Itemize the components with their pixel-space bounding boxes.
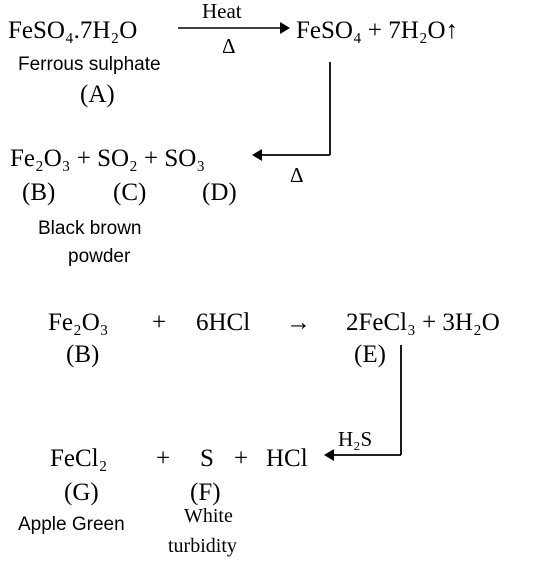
white-label: White bbox=[184, 505, 233, 527]
plus-sign-r4-a: + bbox=[156, 445, 170, 472]
reaction3-products: 2FeCl₃ + 3H₂O bbox=[346, 309, 500, 336]
turbidity-label: turbidity bbox=[168, 535, 237, 557]
h2s-label: H₂S bbox=[338, 427, 372, 451]
product-fecl2: FeCl₂ bbox=[50, 445, 107, 472]
plus-sign-r4-b: + bbox=[234, 445, 248, 472]
label-d: (D) bbox=[202, 179, 237, 206]
delta-label-1: Δ bbox=[222, 34, 236, 58]
reactant-fe2o3: Fe₂O₃ bbox=[48, 309, 109, 336]
label-c: (C) bbox=[113, 179, 146, 206]
heat-arrow bbox=[178, 22, 290, 34]
label-b-top: (B) bbox=[22, 179, 55, 206]
plus-sign-r3: + bbox=[152, 309, 166, 336]
heat-label: Heat bbox=[202, 0, 242, 23]
label-g: (G) bbox=[64, 479, 99, 506]
apple-green-label: Apple Green bbox=[18, 514, 125, 535]
black-brown-label: Black brown bbox=[38, 218, 142, 239]
reaction1-products: FeSO₄ + 7H₂O↑ bbox=[296, 17, 458, 44]
delta-label-2: Δ bbox=[290, 163, 304, 187]
ferrous-sulphate-formula: FeSO₄.7H₂O bbox=[8, 17, 137, 44]
h2s-arrow bbox=[324, 345, 402, 461]
product-sulfur: S bbox=[200, 445, 214, 472]
label-b-bottom: (B) bbox=[66, 341, 99, 368]
decomposition-arrow bbox=[252, 62, 331, 161]
reactant-hcl: 6HCl bbox=[196, 309, 250, 336]
label-a: (A) bbox=[80, 81, 115, 108]
powder-label: powder bbox=[68, 246, 131, 267]
label-e: (E) bbox=[354, 341, 386, 368]
ferrous-sulphate-name: Ferrous sulphate bbox=[18, 54, 161, 75]
reaction3-arrow: → bbox=[286, 309, 311, 336]
label-f: (F) bbox=[190, 479, 221, 506]
reaction2-products: Fe₂O₃ + SO₂ + SO₃ bbox=[10, 145, 205, 172]
product-hcl: HCl bbox=[266, 445, 308, 472]
